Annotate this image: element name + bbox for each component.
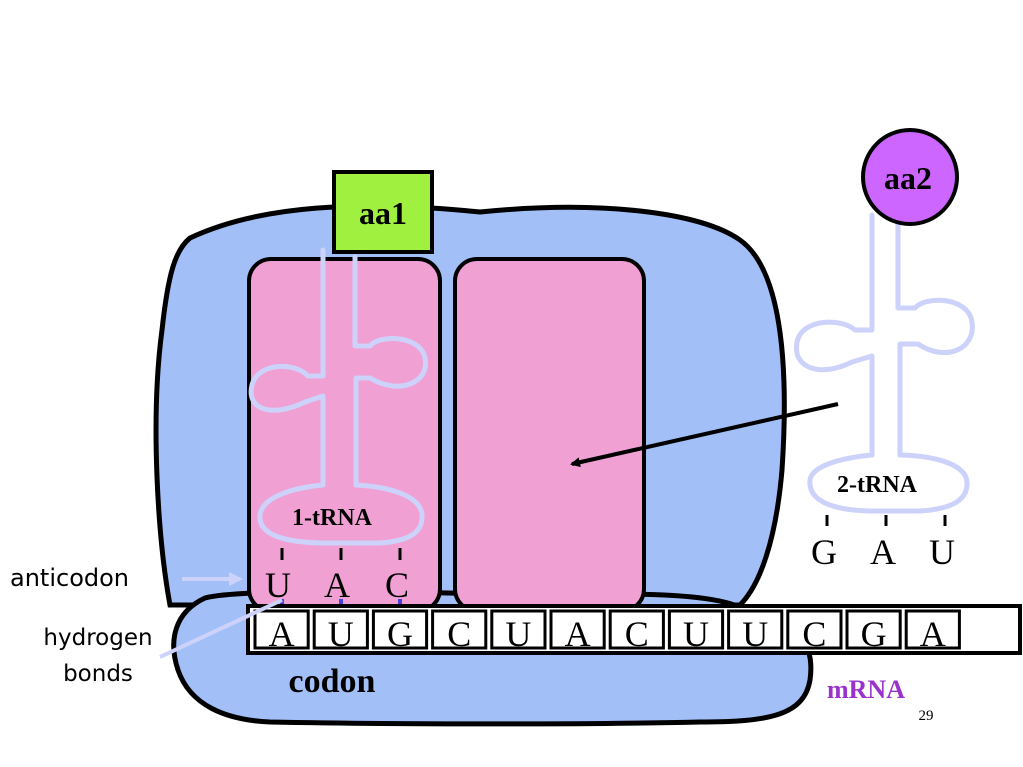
slide-number: 29 — [919, 708, 934, 724]
mrna-label: mRNA — [827, 675, 905, 704]
anticodon-base: A — [324, 565, 350, 605]
mrna-base: U — [505, 614, 531, 654]
aa1-label: aa1 — [359, 195, 407, 231]
anticodon-base: U — [265, 565, 291, 605]
mrna-base: C — [802, 614, 826, 654]
aa1-box — [332, 170, 434, 254]
anticodon-base: U — [929, 532, 955, 572]
trna-1-cloverleaf — [248, 247, 428, 546]
mrna-base: C — [447, 614, 471, 654]
codon-label: codon — [289, 663, 376, 700]
hydrogen-bonds-label-line2: bonds — [63, 661, 133, 687]
mrna-base-cell — [312, 609, 369, 650]
trna-entry-arrow — [570, 402, 839, 468]
trna-2-cloverleaf — [793, 212, 975, 514]
mrna-base-cell — [667, 609, 725, 650]
trna-2-anticodon: G A U — [811, 532, 955, 572]
anticodon-base: G — [811, 532, 837, 572]
hydrogen-bonds-pointer-line — [159, 598, 283, 659]
mrna-base-cell — [549, 609, 606, 650]
mrna-base: G — [861, 614, 887, 654]
aa2-circle — [861, 128, 959, 226]
anticodon-base: C — [385, 565, 409, 605]
mrna-base-cell — [904, 609, 961, 650]
mrna-base: G — [387, 614, 413, 654]
mrna-base: A — [920, 614, 946, 654]
mrna-base: C — [625, 614, 649, 654]
mrna-base: U — [742, 614, 768, 654]
mrna-base: A — [565, 614, 591, 654]
mrna-base: U — [328, 614, 354, 654]
trna-2-anticodon-ticks — [825, 515, 947, 526]
anticodon-base: A — [870, 532, 896, 572]
trna-1-anticodon: U A C — [265, 565, 409, 605]
mrna-base: A — [269, 614, 295, 654]
mrna-base-cell — [608, 609, 665, 650]
mrna-base-cell — [786, 609, 843, 650]
trna-1-anticodon-ticks — [280, 548, 402, 560]
hydrogen-bonds-label-line1: hydrogen — [43, 625, 152, 651]
mrna-base-cell — [845, 609, 902, 650]
anticodon-label: anticodon — [10, 564, 129, 592]
mrna-base-cell — [253, 609, 310, 650]
mrna-base-cell — [371, 609, 429, 650]
mrna-base-cell — [727, 609, 784, 650]
trna-1-label: 1-tRNA — [292, 505, 373, 531]
trna-2-label: 2-tRNA — [837, 472, 918, 498]
mrna-base: U — [683, 614, 709, 654]
aa2-label: aa2 — [884, 160, 932, 196]
mrna-base-cell — [490, 609, 547, 650]
mrna-base-cell — [431, 609, 488, 650]
a-site — [453, 257, 646, 613]
p-site — [247, 257, 442, 613]
